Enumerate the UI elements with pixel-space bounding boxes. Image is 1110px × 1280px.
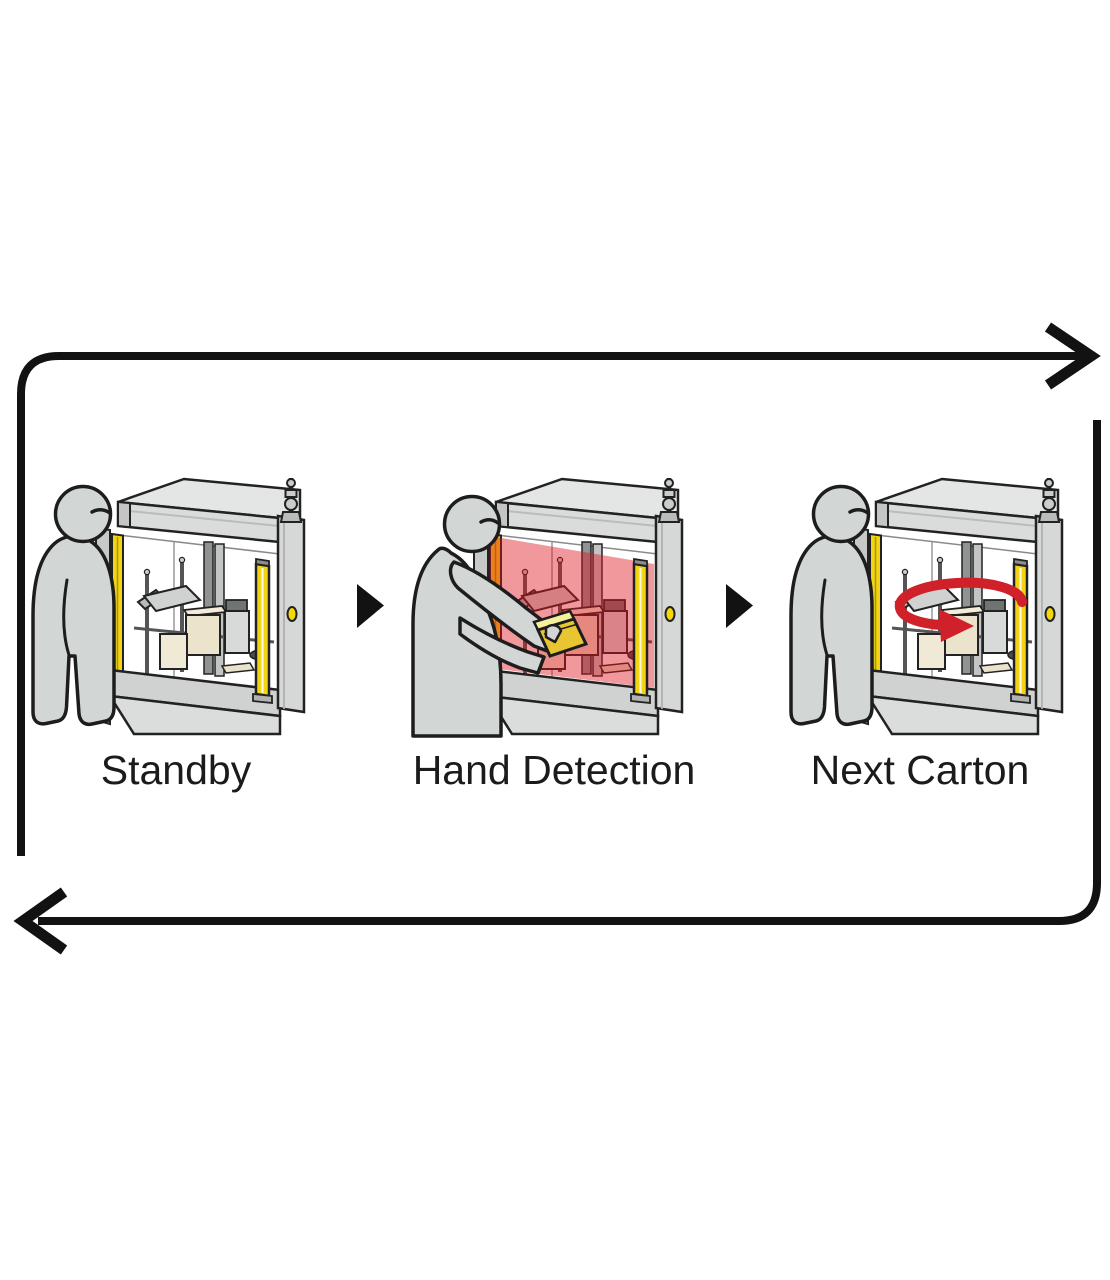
step-label-standby: Standby	[100, 747, 252, 793]
step-hand-detection	[404, 476, 704, 742]
cycle-bottom-path	[38, 420, 1101, 925]
cycle-arrow-left-icon	[13, 887, 68, 955]
cycle-arrow-right-icon	[1044, 322, 1101, 390]
next-step-arrow-icon	[357, 584, 384, 628]
next-step-arrow-icon	[726, 584, 753, 628]
step-next-carton	[784, 476, 1084, 742]
step-label-hand-detection: Hand Detection	[412, 747, 696, 793]
next-carton-illustration	[789, 476, 1084, 742]
standby-illustration	[31, 476, 326, 742]
step-label-next-carton: Next Carton	[810, 747, 1030, 793]
hand-detection-illustration	[411, 476, 704, 738]
step-standby	[26, 476, 326, 742]
operator-person	[31, 484, 116, 727]
cycle-top-path	[17, 352, 1082, 856]
operator-person	[789, 484, 874, 727]
